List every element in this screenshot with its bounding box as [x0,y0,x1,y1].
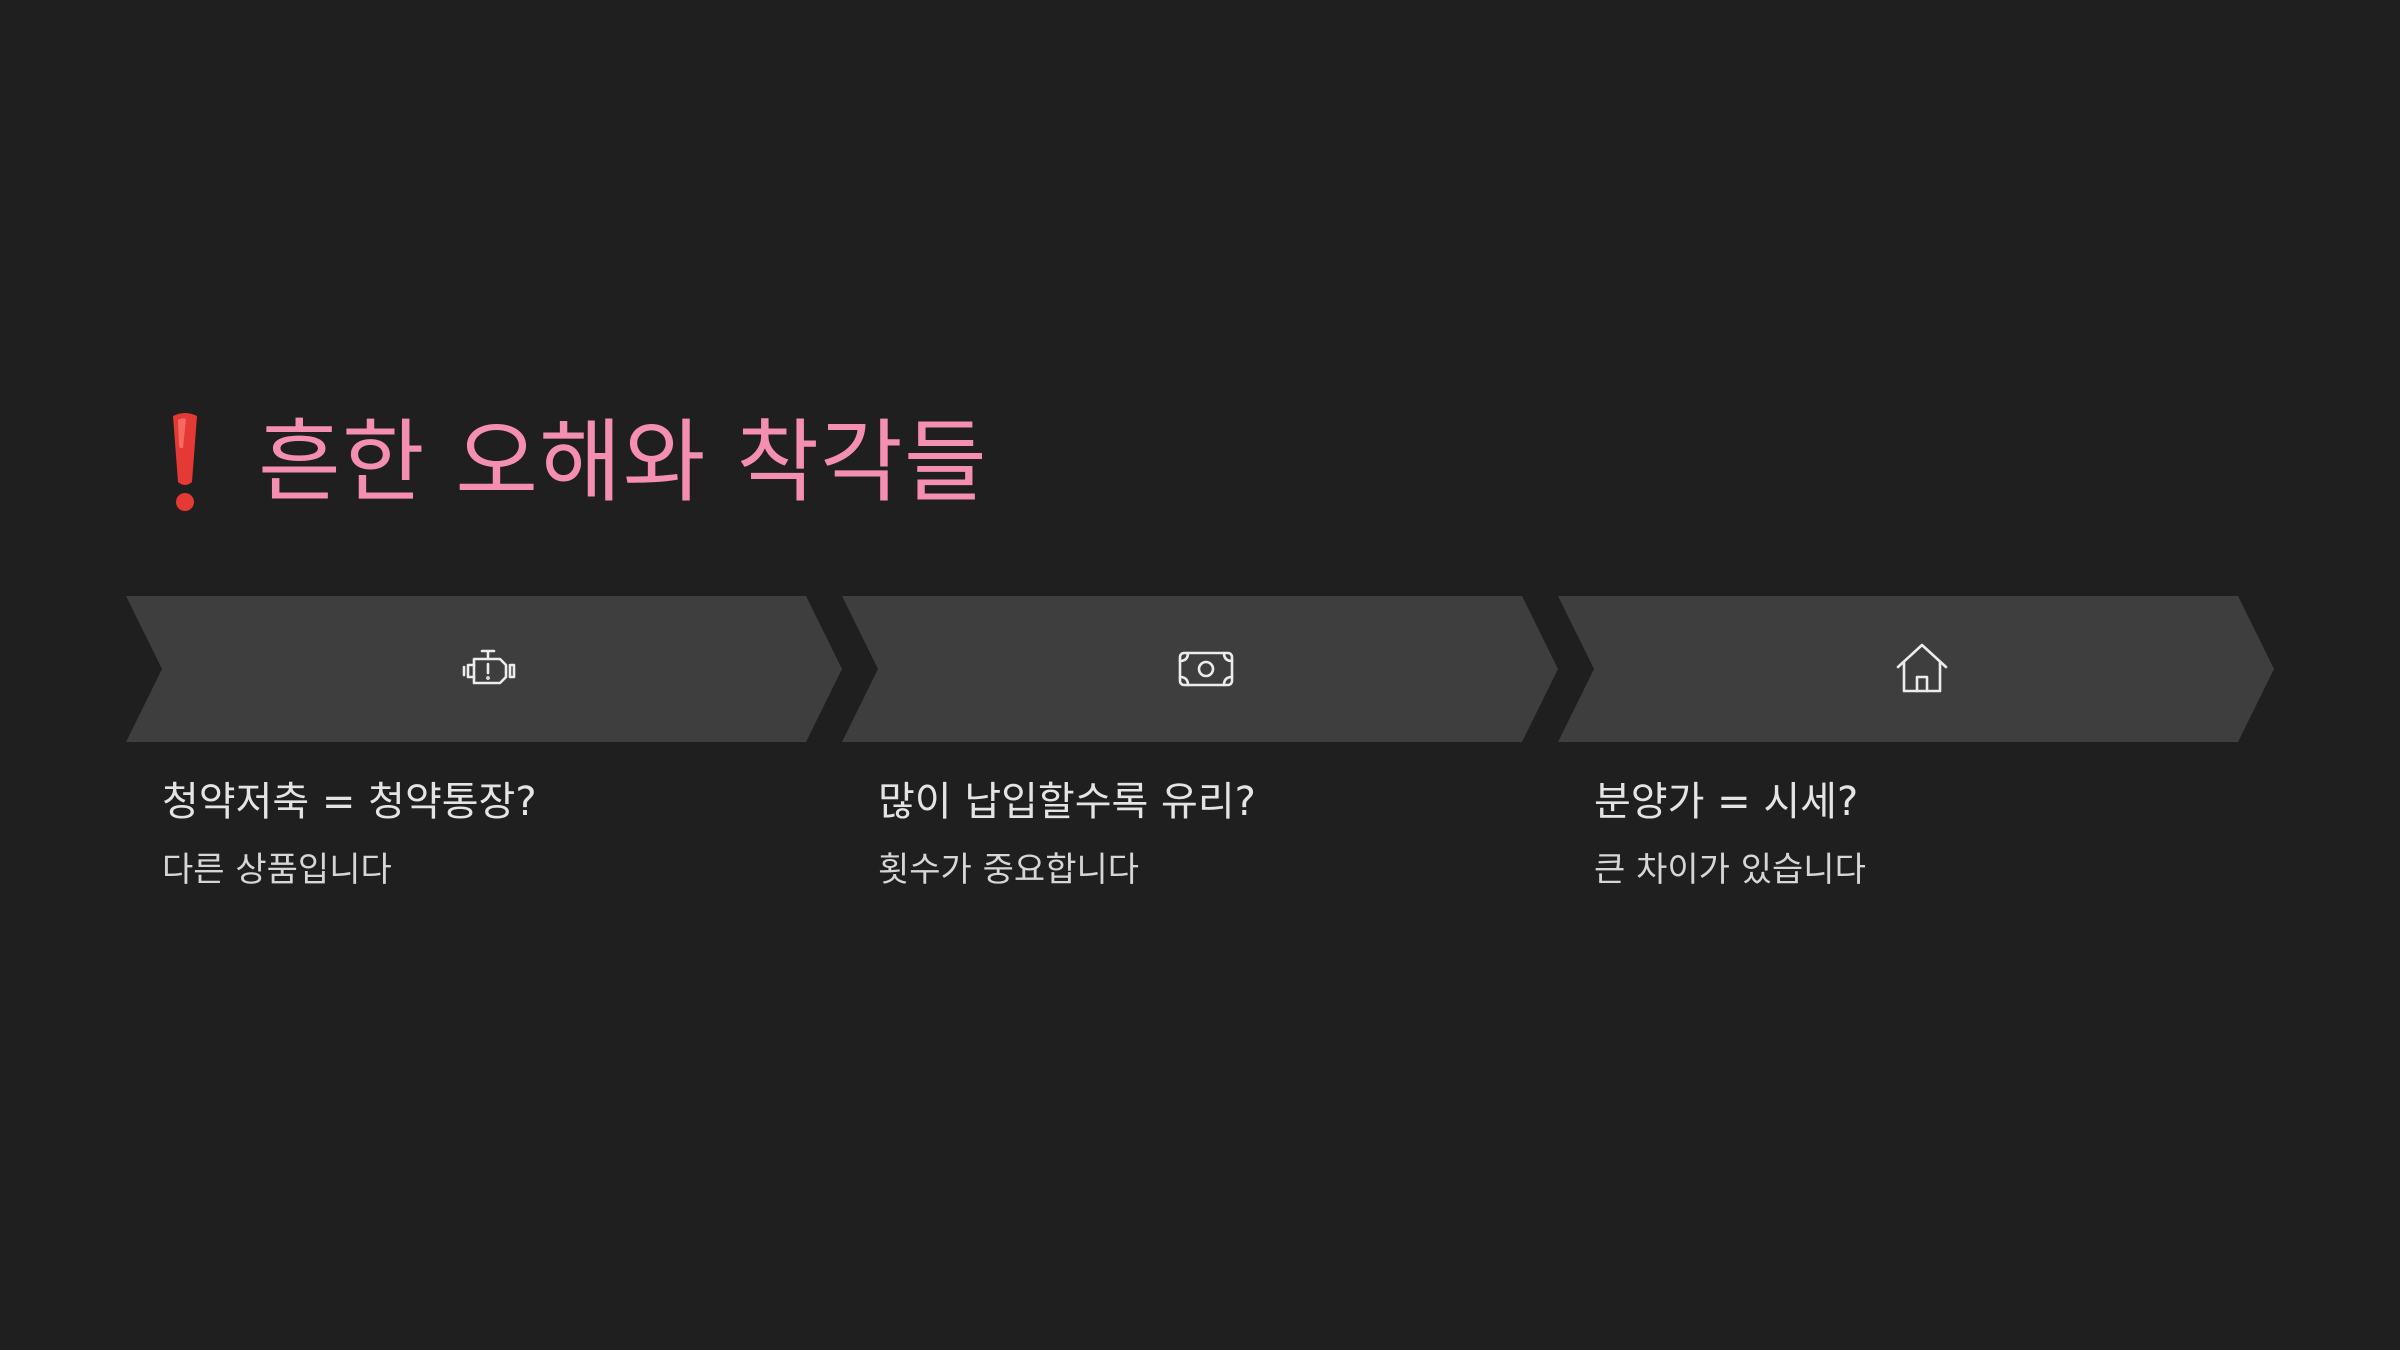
step-2-subtext: 횟수가 중요합니다 [878,850,1140,890]
step-1-text: 청약저축 = 청약통장? 다른 상품입니다 [162,772,802,892]
chevron-shape [1558,596,2274,742]
step-2 [842,596,1558,742]
page-title-text: 흔한 오해와 착각들 [258,410,988,515]
step-3-subtext: 큰 차이가 있습니다 [1594,850,1866,890]
step-1-subtext: 다른 상품입니다 [162,850,392,890]
step-3-text: 분양가 = 시세? 큰 차이가 있습니다 [1594,772,2234,892]
chevron-shape [126,596,842,742]
page-title: 흔한 오해와 착각들 [140,408,988,518]
engine-warning-icon [462,649,516,685]
home-icon [1896,643,1948,693]
exclamation-mark-icon [173,413,197,511]
step-3-heading: 분양가 = 시세? [1594,779,1859,825]
step-3 [1558,596,2274,742]
money-bill-icon [1178,651,1234,687]
step-1-heading: 청약저축 = 청약통장? [162,779,537,825]
step-2-heading: 많이 납입할수록 유리? [878,779,1256,825]
step-2-text: 많이 납입할수록 유리? 횟수가 중요합니다 [878,772,1518,892]
step-1 [126,596,842,742]
misconception-steps [126,596,2274,742]
